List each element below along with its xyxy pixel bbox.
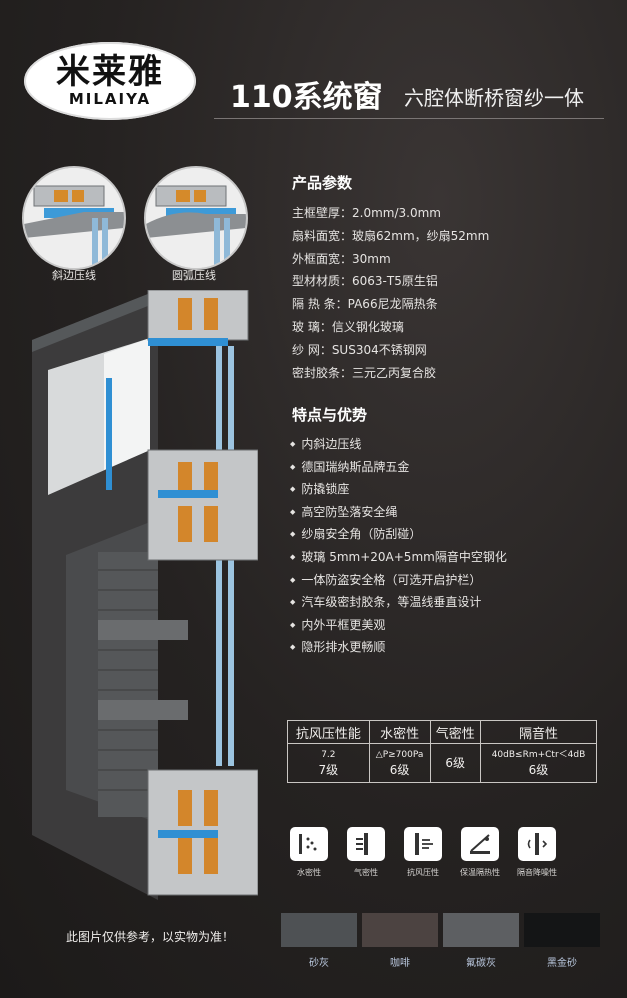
bevel-bead-detail-image bbox=[22, 166, 126, 270]
features-heading: 特点与优势 bbox=[292, 406, 368, 424]
spec-item: 隔 热 条：PA66尼龙隔热条 bbox=[292, 297, 438, 312]
wind-pressure-icon bbox=[404, 827, 442, 861]
specs-list: 主框壁厚：2.0mm/3.0mm 扇料面宽：玻扇62mm，纱扇52mm 外框面宽… bbox=[292, 202, 489, 384]
feature-item: 汽车级密封胶条，等温线垂直设计 bbox=[290, 591, 507, 614]
cert-label: 抗风压性 bbox=[407, 868, 439, 877]
performance-header-row: 抗风压性能 水密性 气密性 隔音性 bbox=[287, 720, 598, 744]
color-label: 砂灰 bbox=[309, 958, 329, 969]
performance-grade: 6级 bbox=[389, 763, 410, 777]
insulation-icon bbox=[461, 827, 499, 861]
feature-item: 纱扇安全角（防刮碰） bbox=[290, 523, 507, 546]
feature-item: 内外平框更美观 bbox=[290, 614, 507, 637]
performance-detail: 40dB≤Rm+Ctr＜4dB bbox=[491, 750, 586, 760]
brand-name-en: MILAIYA bbox=[68, 90, 152, 108]
spec-item: 型材材质：6063-T5原生铝 bbox=[292, 274, 438, 289]
cert-label: 水密性 bbox=[297, 868, 321, 877]
cert-label: 隔音降噪性 bbox=[517, 868, 557, 877]
spec-item: 扇料面宽：玻扇62mm，纱扇52mm bbox=[292, 228, 490, 243]
performance-grade: 6级 bbox=[445, 755, 466, 770]
round-bead-detail-image bbox=[144, 166, 248, 270]
feature-item: 德国瑞纳斯品牌五金 bbox=[290, 456, 507, 479]
air-tightness-icon bbox=[347, 827, 385, 861]
spec-item: 主框壁厚：2.0mm/3.0mm bbox=[292, 206, 441, 220]
cert-label: 保温隔热性 bbox=[460, 868, 500, 877]
spec-item: 纱 网：SUS304不锈钢网 bbox=[292, 342, 427, 357]
feature-item: 防撬锁座 bbox=[290, 478, 507, 501]
color-swatch-fluorocarbon-gray bbox=[443, 913, 519, 947]
specs-heading: 产品参数 bbox=[292, 174, 353, 192]
color-swatch-coffee bbox=[362, 913, 438, 947]
brand-logo: 米莱雅 MILAIYA bbox=[24, 42, 196, 120]
spec-item: 密封胶条：三元乙丙复合胶 bbox=[292, 365, 437, 380]
performance-header: 隔音性 bbox=[479, 720, 598, 744]
color-label: 黑金砂 bbox=[547, 958, 577, 969]
feature-item: 一体防盗安全格（可选开启护栏） bbox=[290, 569, 507, 592]
sound-insulation-icon bbox=[518, 827, 556, 861]
cert-label: 气密性 bbox=[354, 868, 378, 877]
feature-item: 玻璃 5mm+20A+5mm隔音中空钢化 bbox=[290, 546, 506, 569]
spec-item: 外框面宽：30mm bbox=[292, 251, 391, 266]
color-label: 氟碳灰 bbox=[466, 958, 496, 969]
feature-item: 隐形排水更畅顺 bbox=[290, 636, 507, 659]
water-tightness-icon bbox=[290, 827, 328, 861]
performance-detail: △P≥700Pa bbox=[375, 750, 424, 760]
performance-header: 水密性 bbox=[368, 720, 431, 744]
color-swatch-sand-gray bbox=[281, 913, 357, 947]
product-title: 110系统窗 bbox=[230, 80, 383, 115]
spec-item: 玻 璃：信义钢化玻璃 bbox=[292, 319, 404, 334]
disclaimer-text: 此图片仅供参考，以实物为准！ bbox=[66, 930, 235, 944]
feature-item: 高空防坠落安全绳 bbox=[290, 501, 507, 524]
profile-label-round: 圆弧压线 bbox=[172, 269, 216, 282]
performance-grade: 7级 bbox=[318, 763, 339, 777]
performance-cell: △P≥700Pa 6级 bbox=[368, 743, 431, 783]
performance-header: 抗风压性能 bbox=[287, 720, 370, 744]
window-section-illustration bbox=[32, 290, 258, 900]
performance-cell: 6级 bbox=[429, 743, 481, 783]
feature-item: 内斜边压线 bbox=[290, 433, 507, 456]
product-subtitle: 六腔体断桥窗纱一体 bbox=[404, 86, 584, 110]
title-divider bbox=[214, 118, 604, 119]
features-list: 内斜边压线 德国瑞纳斯品牌五金 防撬锁座 高空防坠落安全绳 纱扇安全角（防刮碰）… bbox=[290, 433, 507, 659]
profile-label-bevel: 斜边压线 bbox=[52, 269, 96, 282]
performance-detail: 7.2 bbox=[321, 750, 336, 760]
performance-header: 气密性 bbox=[429, 720, 481, 744]
performance-cell: 40dB≤Rm+Ctr＜4dB 6级 bbox=[479, 743, 598, 783]
color-label: 咖啡 bbox=[390, 958, 410, 969]
color-swatch-black-gold-sand bbox=[524, 913, 600, 947]
brand-name-cn: 米莱雅 bbox=[56, 52, 164, 92]
performance-grade: 6级 bbox=[528, 763, 549, 777]
